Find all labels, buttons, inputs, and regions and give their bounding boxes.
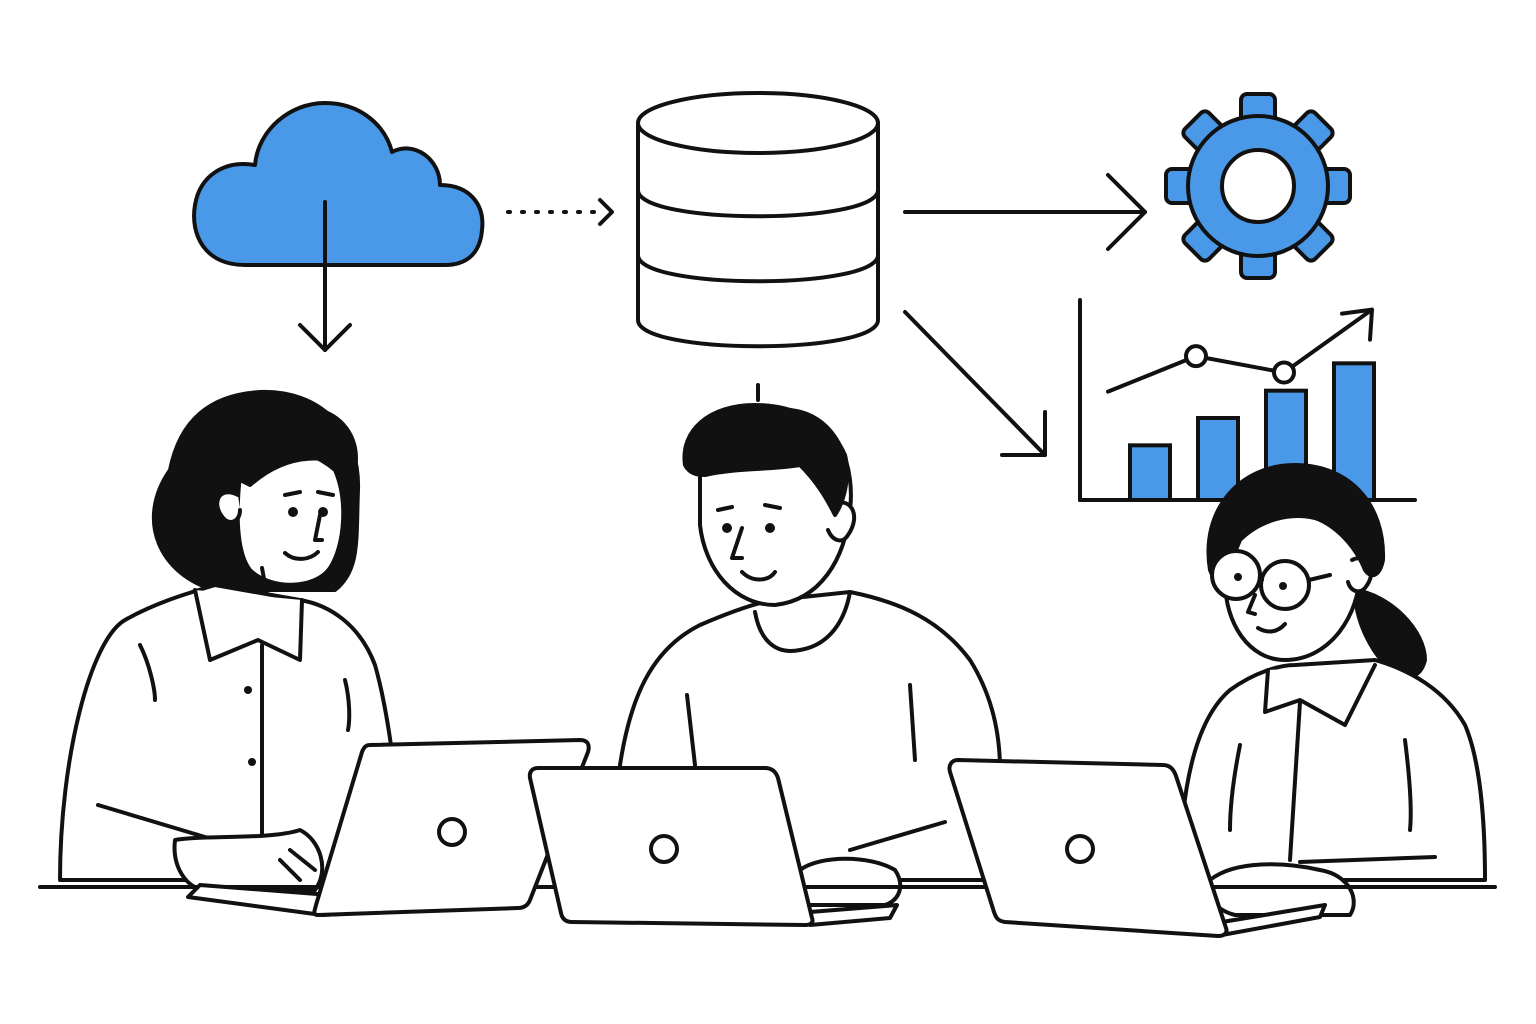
- arrow-to-gear: [903, 173, 1147, 251]
- laptop-left: [186, 738, 591, 917]
- dotted-arrow: [506, 198, 614, 226]
- woman-left: [58, 389, 402, 892]
- laptop-right: [947, 758, 1327, 938]
- chart-point: [1184, 344, 1208, 369]
- chart-point: [1272, 360, 1296, 385]
- laptop-center: [527, 766, 899, 927]
- cloud-download-icon: [192, 101, 485, 352]
- woman-right: [1178, 463, 1487, 917]
- database-icon: [636, 91, 880, 402]
- arrow-to-chart: [903, 310, 1047, 457]
- gear-icon: [1164, 92, 1352, 280]
- bar-line-chart-icon: [1078, 298, 1417, 503]
- chart-bar: [1128, 443, 1172, 503]
- cloud-shape: [192, 101, 485, 267]
- chart-bar: [1196, 416, 1240, 502]
